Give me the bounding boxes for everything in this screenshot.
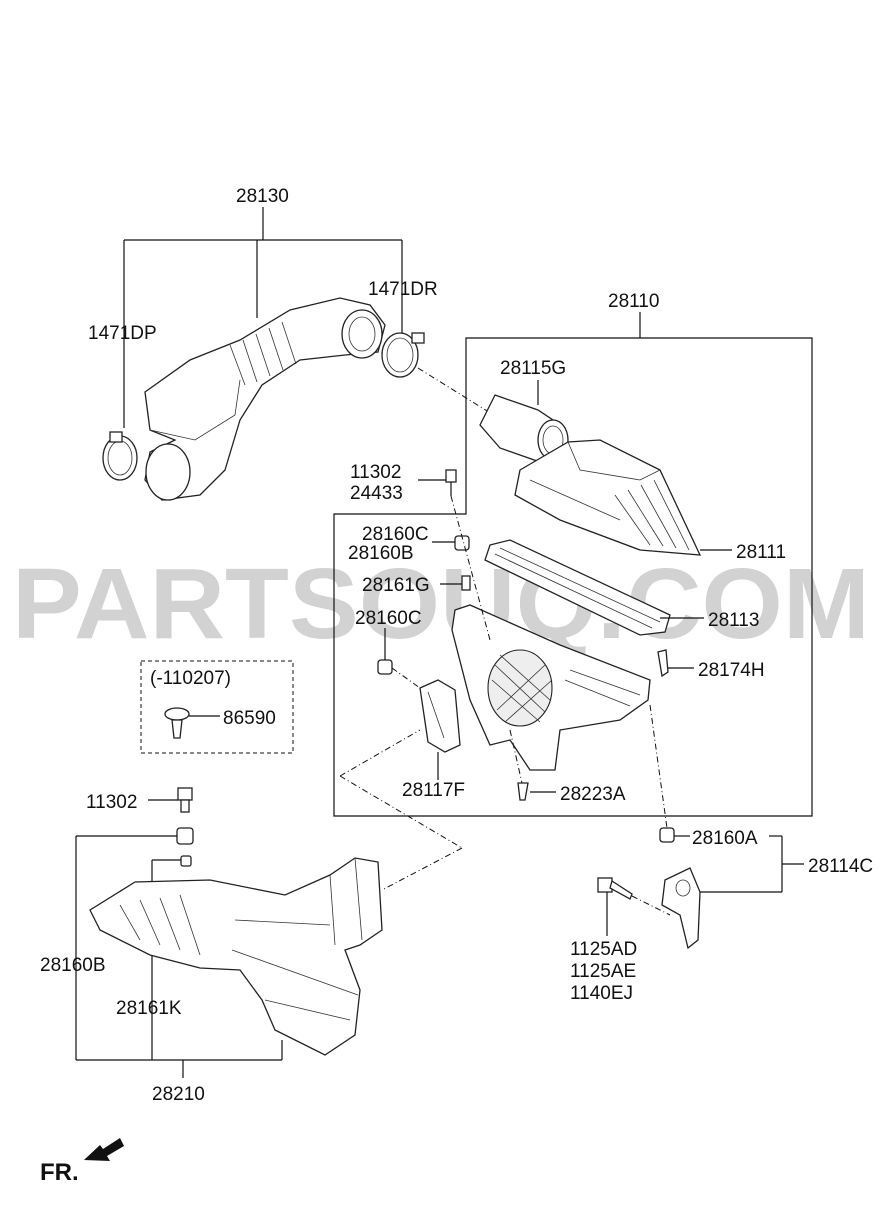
pin-28223A[interactable] <box>517 782 529 801</box>
label-28160C-upper: 28160C <box>362 524 429 545</box>
hose-28174H[interactable] <box>657 649 669 678</box>
label-28160A: 28160A <box>692 828 758 849</box>
label-1471DP: 1471DP <box>88 323 157 344</box>
label-11302-upper: 11302 <box>350 462 401 483</box>
label-28111: 28111 <box>736 542 786 563</box>
bolt-11302-lower[interactable] <box>177 787 193 813</box>
bolt-1125AD[interactable] <box>597 877 633 900</box>
label-28113: 28113 <box>708 610 759 631</box>
watermark-text: PARTSOUQ.COM <box>12 548 870 660</box>
bolt-11302-upper[interactable] <box>445 469 457 496</box>
label-86590: 86590 <box>223 708 276 729</box>
label-28130: 28130 <box>236 186 289 207</box>
grommet-28160B-lower[interactable] <box>176 827 194 845</box>
variant-box <box>140 660 294 754</box>
duct-lower-inlet <box>145 443 191 501</box>
label-28210: 28210 <box>152 1084 205 1105</box>
label-28115G: 28115G <box>500 358 566 379</box>
label-28117F: 28117F <box>402 780 465 801</box>
air-filter-element-28113[interactable] <box>484 539 671 636</box>
label-28161K: 28161K <box>116 998 182 1019</box>
lower-air-duct-28210[interactable] <box>89 857 383 1056</box>
grommet-28160C-lower[interactable] <box>377 659 393 675</box>
label-28174H: 28174H <box>698 660 765 681</box>
air-cleaner-lower-body[interactable] <box>451 604 651 771</box>
label-28160B-upper: 28160B <box>348 543 414 564</box>
label-1125AE: 1125AE <box>570 961 636 982</box>
label-24433: 24433 <box>350 483 403 504</box>
label-11302-lower: 11302 <box>86 792 137 813</box>
air-cleaner-assembly-frame <box>333 337 813 817</box>
intake-duct-group <box>102 207 425 501</box>
grommet-28160A[interactable] <box>659 827 675 843</box>
label-28110: 28110 <box>608 291 659 312</box>
label-28161G: 28161G <box>362 575 430 596</box>
pin-28161K[interactable] <box>180 855 192 867</box>
label-28223A: 28223A <box>560 784 626 805</box>
label-28114C: 28114C <box>808 856 873 877</box>
clip-86590[interactable] <box>164 707 190 739</box>
label-28160C-lower: 28160C <box>355 608 422 629</box>
duct-outlet-ring <box>341 309 383 359</box>
front-arrow-icon <box>84 1138 124 1161</box>
hose-clamp-1471DR[interactable] <box>381 332 425 378</box>
front-marker: FR. <box>40 1159 79 1186</box>
pin-28161G[interactable] <box>461 575 471 591</box>
label-28160B-lower: 28160B <box>40 955 106 976</box>
label-1471DR: 1471DR <box>368 279 438 300</box>
label-1140EJ: 1140EJ <box>570 983 633 1004</box>
label-1125AD: 1125AD <box>570 939 637 960</box>
variant-note: (-110207) <box>150 668 231 689</box>
resonator-28117F[interactable] <box>419 679 461 753</box>
bracket-28114C[interactable] <box>661 867 701 950</box>
hose-clamp-1471DP[interactable] <box>102 431 138 481</box>
air-cleaner-cover-28111[interactable] <box>514 439 702 556</box>
